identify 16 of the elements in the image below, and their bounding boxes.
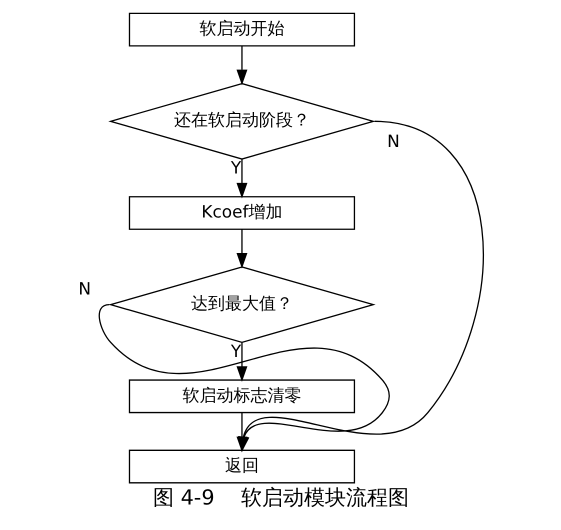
edge-label: N (386, 131, 400, 152)
node-box: 返回 (128, 450, 355, 484)
node-box: 软启动开始 (128, 12, 355, 47)
node-diamond: 达到最大值？ (108, 266, 376, 344)
node-box: Kcoef增加 (128, 196, 355, 230)
arrow (236, 159, 247, 199)
edge-label: Y (230, 157, 241, 178)
edge-label: N (78, 278, 91, 299)
arrow (236, 229, 247, 269)
node-box: 软启动标志清零 (128, 379, 355, 414)
node-diamond: 还在软启动阶段？ (108, 82, 376, 160)
arrow (236, 46, 247, 86)
caption: 图 4-9 软启动模块流程图 (152, 486, 409, 510)
arrow (236, 412, 247, 452)
edge-label: Y (230, 340, 241, 361)
arrow (236, 342, 247, 382)
